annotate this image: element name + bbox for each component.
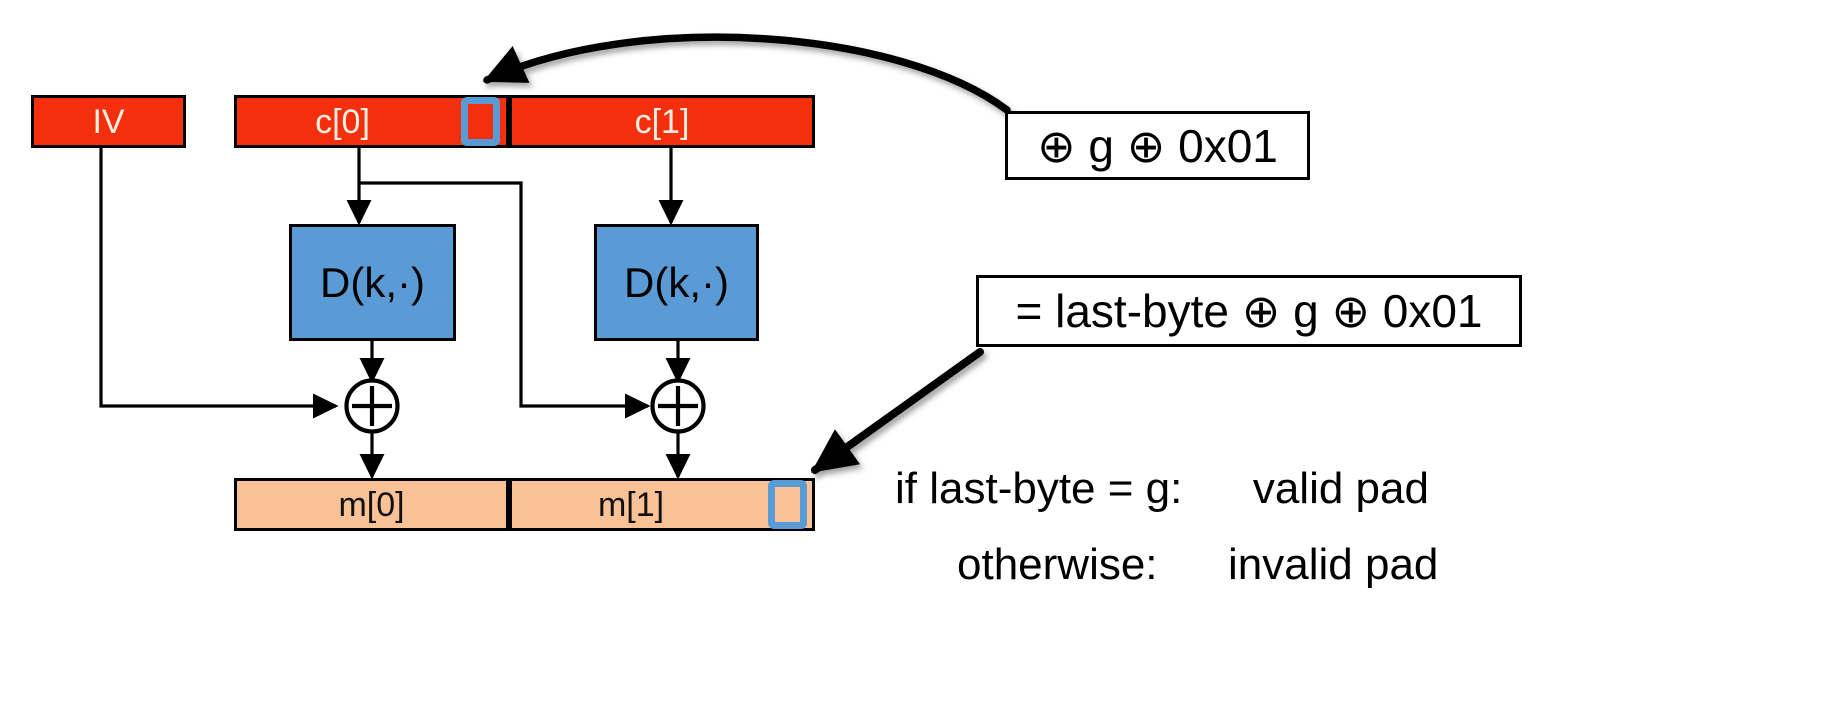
decrypt-box-0-label: D(k,·) [320,258,425,306]
condition-line-1: otherwise: invalid pad [957,543,1438,587]
condition-1-text: otherwise: [957,540,1158,589]
message-highlight-byte [768,480,807,529]
result-callout-label: = last-byte ⊕ g ⊕ 0x01 [1015,285,1483,337]
ciphertext-highlight-byte [461,97,500,146]
condition-1-result: invalid pad [1228,540,1439,589]
message-block-0: m[0] [234,478,509,531]
iv-label: IV [92,102,125,141]
decrypt-box-1: D(k,·) [594,224,759,341]
xor-node-0 [344,378,400,434]
ciphertext-block-1-label: c[1] [634,102,690,141]
decrypt-box-0: D(k,·) [289,224,456,341]
guess-xor-callout: ⊕ g ⊕ 0x01 [1005,111,1310,180]
condition-0-text: if last-byte = g: [895,464,1183,513]
xor-node-1 [650,378,706,434]
message-block-1: m[1] [509,478,815,531]
decrypt-box-1-label: D(k,·) [624,258,729,306]
ciphertext-block-1: c[1] [509,95,815,148]
guess-xor-callout-label: ⊕ g ⊕ 0x01 [1037,119,1278,172]
iv-block: IV [31,95,186,148]
callout2-pointer-arrow [811,348,984,474]
ciphertext-block-0-label: c[0] [315,102,370,141]
result-callout: = last-byte ⊕ g ⊕ 0x01 [976,275,1522,347]
condition-line-0: if last-byte = g: valid pad [895,467,1429,511]
message-block-0-label: m[0] [338,485,405,524]
condition-0-result: valid pad [1252,464,1429,513]
message-block-1-label: m[1] [597,485,665,524]
